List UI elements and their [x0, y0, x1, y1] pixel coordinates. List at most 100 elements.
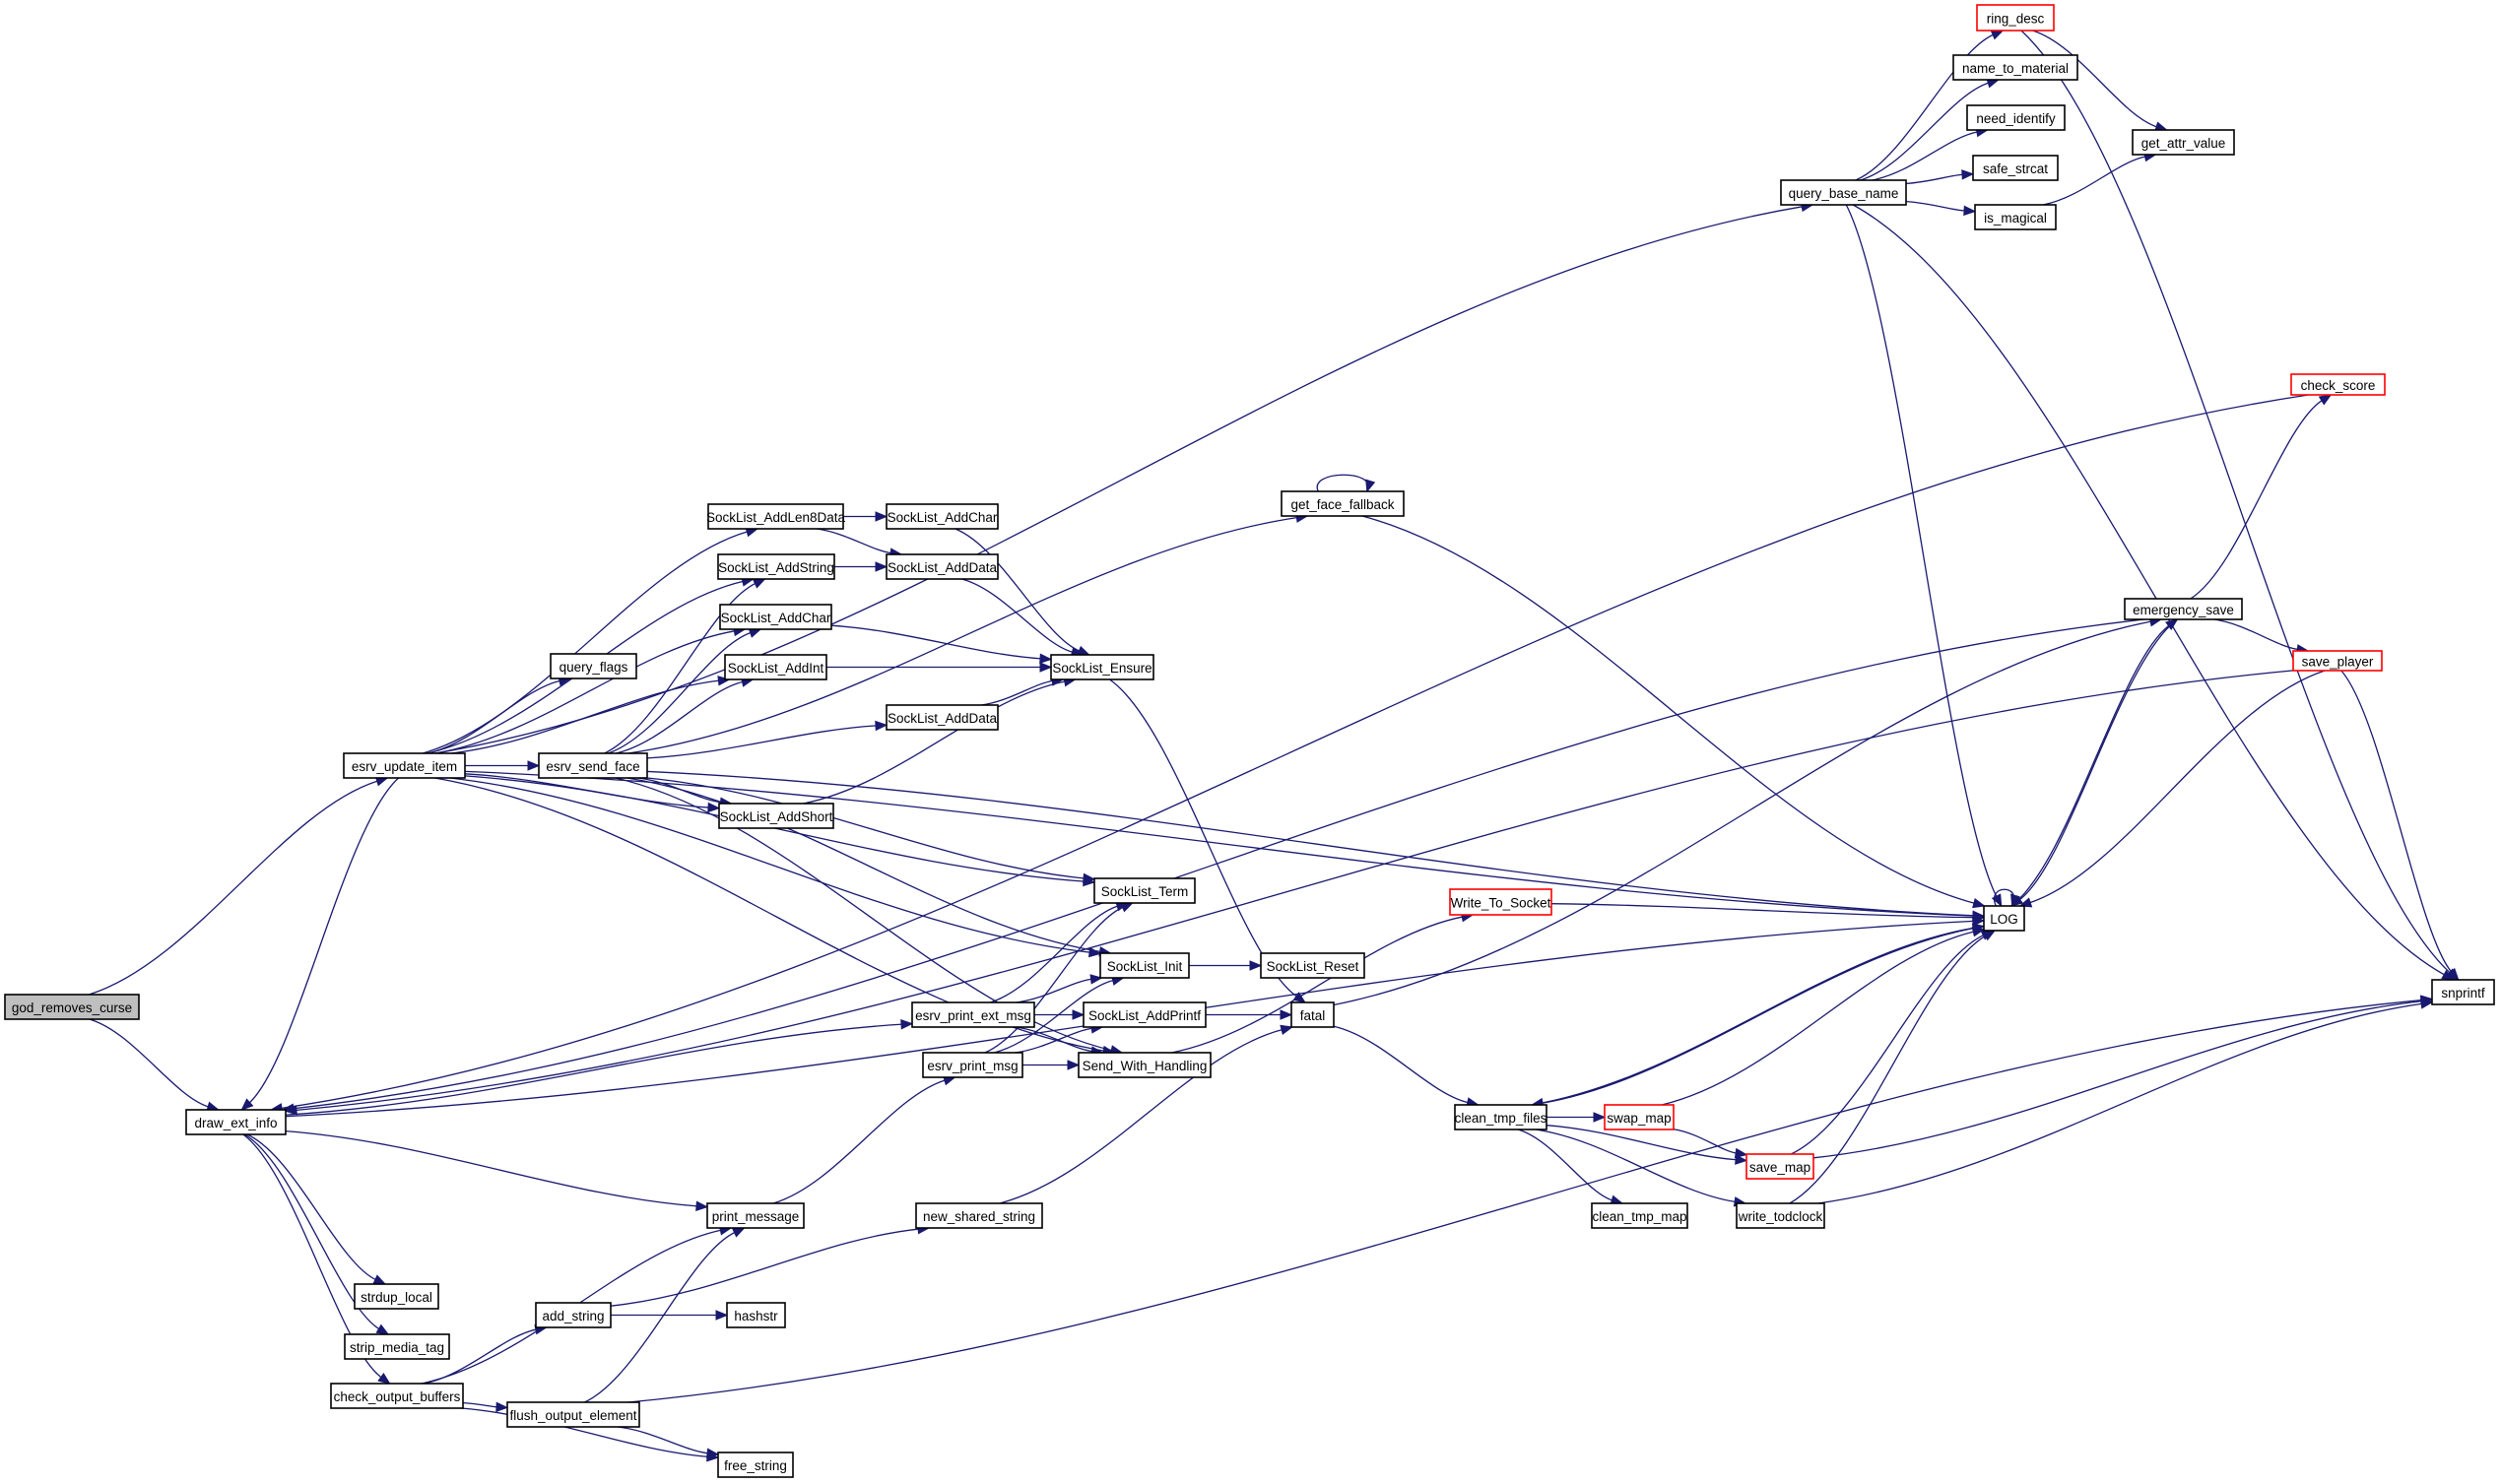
graph-node-print_message[interactable]: print_message: [706, 1202, 805, 1229]
graph-node-save_player[interactable]: save_player: [2292, 650, 2383, 672]
graph-node-clean_tmp_files[interactable]: clean_tmp_files: [1454, 1104, 1547, 1130]
edge-line: [626, 777, 1101, 953]
node-box: [1093, 877, 1196, 904]
graph-node-write_todclock[interactable]: write_todclock: [1736, 1202, 1825, 1229]
graph-node-swap_map[interactable]: swap_map: [1604, 1104, 1675, 1130]
graph-node-esrv_print_ext_msg[interactable]: esrv_print_ext_msg: [911, 1001, 1035, 1028]
graph-node-SockList_AddShort[interactable]: SockList_AddShort: [718, 803, 834, 829]
graph-node-god_removes_curse[interactable]: god_removes_curse: [4, 994, 140, 1020]
edge-line: [280, 394, 2309, 1110]
call-edge-query_base_name-to-name_to_material: [1860, 78, 2001, 181]
graph-node-SockList_AddChar_b[interactable]: SockList_AddChar: [886, 503, 999, 530]
graph-node-query_flags[interactable]: query_flags: [550, 653, 637, 679]
edge-line: [646, 725, 878, 759]
edge-line: [2028, 670, 2326, 904]
graph-node-check_score[interactable]: check_score: [2290, 373, 2386, 396]
graph-node-add_string[interactable]: add_string: [535, 1302, 612, 1328]
graph-node-strdup_local[interactable]: strdup_local: [354, 1283, 439, 1310]
node-label: check_output_buffers: [334, 1389, 461, 1404]
node-box: [1976, 4, 2055, 32]
call-edge-get_face_fallback-to-LOG: [1361, 515, 1986, 909]
node-box: [1972, 155, 2059, 181]
graph-node-SockList_Term[interactable]: SockList_Term: [1093, 877, 1196, 904]
edge-line: [285, 1023, 903, 1116]
node-box: [717, 1452, 794, 1478]
node-box: [719, 604, 832, 630]
graph-node-Send_With_Handling[interactable]: Send_With_Handling: [1078, 1052, 1212, 1078]
node-box: [1260, 952, 1365, 979]
call-edge-esrv_send_face-to-SockList_Term: [646, 777, 1096, 884]
edge-line: [1860, 82, 1990, 181]
graph-node-LOG[interactable]: LOG: [1983, 905, 2025, 932]
edge-line: [89, 780, 378, 996]
edge-line: [434, 630, 736, 754]
graph-node-clean_tmp_map[interactable]: clean_tmp_map: [1591, 1202, 1688, 1229]
graph-node-esrv_print_msg[interactable]: esrv_print_msg: [922, 1052, 1023, 1078]
graph-node-ring_desc[interactable]: ring_desc: [1976, 4, 2055, 32]
graph-node-SockList_AddChar_a[interactable]: SockList_AddChar: [719, 604, 832, 630]
graph-node-SockList_AddInt[interactable]: SockList_AddInt: [724, 654, 827, 680]
edge-line: [1517, 1129, 1613, 1201]
graph-node-SockList_AddPrintf[interactable]: SockList_AddPrintf: [1083, 1001, 1207, 1028]
graph-node-safe_strcat[interactable]: safe_strcat: [1972, 155, 2059, 181]
arrowhead-icon: [1039, 653, 1053, 664]
graph-node-strip_media_tag[interactable]: strip_media_tag: [344, 1333, 450, 1360]
node-label: SockList_AddData: [888, 711, 998, 726]
arrowhead-icon: [2018, 897, 2033, 908]
graph-node-emergency_save[interactable]: emergency_save: [2124, 598, 2243, 620]
graph-node-need_identify[interactable]: need_identify: [1966, 104, 2066, 131]
graph-node-SockList_Init[interactable]: SockList_Init: [1099, 952, 1190, 979]
node-box: [1983, 905, 2025, 932]
call-edge-write_todclock-to-LOG: [1789, 930, 1997, 1204]
graph-node-name_to_material[interactable]: name_to_material: [1952, 54, 2078, 81]
graph-node-esrv_update_item[interactable]: esrv_update_item: [343, 752, 466, 779]
graph-node-new_shared_string[interactable]: new_shared_string: [915, 1202, 1043, 1229]
graph-node-check_output_buffers[interactable]: check_output_buffers: [330, 1383, 464, 1409]
call-edge-esrv_print_msg-to-Send_With_Handling: [1021, 1060, 1081, 1070]
graph-node-SockList_Ensure[interactable]: SockList_Ensure: [1050, 654, 1154, 680]
graph-node-SockList_Reset[interactable]: SockList_Reset: [1260, 952, 1365, 979]
graph-node-query_base_name[interactable]: query_base_name: [1780, 179, 1907, 206]
graph-node-SockList_AddData_b[interactable]: SockList_AddData: [886, 704, 999, 731]
call-edge-emergency_save-to-draw_ext_info: [281, 618, 2144, 1114]
node-box: [354, 1283, 439, 1310]
call-edge-new_shared_string-to-fatal: [999, 1024, 1294, 1204]
call-edge-SockList_AddString-to-SockList_AddData_a: [834, 561, 889, 572]
graph-node-get_attr_value[interactable]: get_attr_value: [2132, 129, 2235, 156]
edge-line: [292, 618, 2144, 1110]
edge-line: [1812, 1000, 2423, 1159]
graph-node-esrv_send_face[interactable]: esrv_send_face: [538, 752, 648, 779]
graph-node-snprintf[interactable]: snprintf: [2431, 979, 2495, 1005]
graph-node-SockList_AddLen8Data[interactable]: SockList_AddLen8Data: [706, 503, 846, 530]
graph-node-save_map[interactable]: save_map: [1745, 1153, 1814, 1180]
graph-node-Write_To_Socket[interactable]: Write_To_Socket: [1449, 888, 1552, 916]
graph-node-hashstr[interactable]: hashstr: [726, 1302, 786, 1328]
graph-node-SockList_AddData_a[interactable]: SockList_AddData: [886, 553, 999, 580]
node-box: [707, 503, 844, 530]
call-edge-esrv_send_face-to-Send_With_Handling: [615, 777, 1124, 1056]
graph-node-free_string[interactable]: free_string: [717, 1452, 794, 1478]
call-edge-esrv_update_item-to-SockList_Term: [464, 775, 1096, 887]
node-label: SockList_AddChar: [721, 611, 831, 625]
graph-node-draw_ext_info[interactable]: draw_ext_info: [185, 1109, 287, 1135]
node-label: SockList_AddString: [718, 560, 834, 575]
call-edge-SockList_AddInt-to-SockList_Ensure: [825, 662, 1053, 673]
graph-node-flush_output_element[interactable]: flush_output_element: [506, 1401, 640, 1428]
edge-line: [1673, 1129, 1738, 1154]
arrowhead-icon: [372, 1274, 387, 1285]
edge-line: [1171, 916, 1464, 1054]
arrowhead-icon: [1072, 1009, 1086, 1020]
call-edge-add_string-to-new_shared_string: [610, 1223, 931, 1307]
edge-line: [993, 979, 1114, 1054]
node-box: [1050, 654, 1154, 680]
node-box: [717, 553, 835, 580]
graph-node-get_face_fallback[interactable]: get_face_fallback: [1281, 490, 1405, 517]
call-edge-god_removes_curse-to-esrv_update_item: [89, 776, 389, 996]
graph-node-SockList_AddString[interactable]: SockList_AddString: [717, 553, 835, 580]
graph-node-fatal[interactable]: fatal: [1290, 1001, 1335, 1028]
node-box: [343, 752, 466, 779]
call-edge-swap_map-to-save_map: [1673, 1129, 1748, 1159]
arrowhead-icon: [240, 1098, 254, 1111]
graph-node-is_magical[interactable]: is_magical: [1974, 204, 2057, 230]
call-edge-query_base_name-to-snprintf: [1852, 204, 2455, 981]
